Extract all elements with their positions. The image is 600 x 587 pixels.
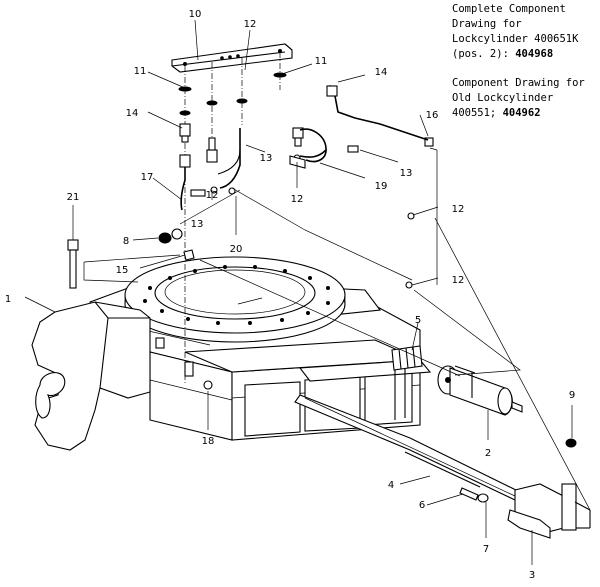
callout-13-right: 13 [400,168,413,179]
callout-12-fitting: 12 [206,190,219,201]
callout-13-left: 13 [191,219,204,230]
note-complete-number: 404968 [515,48,554,60]
callout-13-center: 13 [260,153,273,164]
callout-11-right: 11 [315,56,328,67]
hook-arm [31,301,165,451]
callout-4: 4 [388,480,394,491]
callout-15: 15 [116,265,129,276]
note-old-number: 404962 [502,107,541,119]
note-complete-text: Complete Component Drawing for Lockcylin… [452,3,579,60]
callout-14-right: 14 [375,67,388,78]
callout-8: 8 [123,236,129,247]
note-complete-drawing: Complete Component Drawing for Lockcylin… [452,2,598,62]
drawing-notes: Complete Component Drawing for Lockcylin… [452,2,598,135]
callout-5: 5 [415,315,421,326]
terminal-block [391,345,423,371]
turntable [124,256,346,343]
callout-20: 20 [230,244,243,255]
small-hardware [67,228,577,503]
callout-2: 2 [485,448,491,459]
callout-12-top: 12 [244,19,257,30]
callout-3: 3 [529,570,535,581]
callout-14-left: 14 [126,108,139,119]
callout-10: 10 [189,9,202,20]
lock-cylinder [437,365,523,416]
fittings [179,85,434,197]
callout-18: 18 [202,436,215,447]
callout-21: 21 [67,192,80,203]
seals [178,72,415,289]
note-old-text: Component Drawing for Old Lockcylinder 4… [452,77,585,119]
note-old-drawing: Component Drawing for Old Lockcylinder 4… [452,76,598,121]
callout-labels: 1 2 3 4 5 6 7 8 9 10 11 11 12 12 12 12 1… [5,9,575,581]
callout-6: 6 [419,500,425,511]
callout-1: 1 [5,294,11,305]
callout-7: 7 [483,544,489,555]
leader-lines [24,19,591,565]
callout-17: 17 [141,172,154,183]
callout-11-left: 11 [134,66,147,77]
callout-19: 19 [375,181,388,192]
callout-12-union: 12 [291,194,304,205]
callout-16: 16 [426,110,439,121]
end-bracket [507,483,591,539]
top-bar [171,43,293,73]
callout-9: 9 [569,390,575,401]
guide-bar [294,394,521,501]
callout-12-lower-right: 12 [452,275,465,286]
callout-12-upper-right: 12 [452,204,465,215]
hoses [180,95,429,211]
